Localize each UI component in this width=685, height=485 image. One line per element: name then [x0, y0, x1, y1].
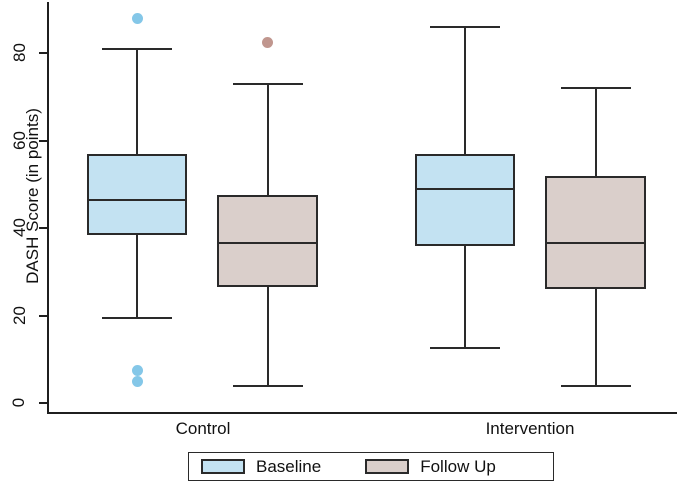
- legend-swatch-baseline: [201, 459, 245, 474]
- outlier-point: [131, 375, 143, 387]
- whisker-lower: [266, 287, 269, 386]
- legend-item-baseline[interactable]: Baseline: [201, 457, 321, 477]
- legend-swatch-follow-up: [365, 459, 410, 474]
- y-tick-40: [39, 227, 48, 229]
- x-category-label-control: Control: [175, 419, 231, 438]
- box-iqr: [87, 153, 187, 235]
- whisker-lower: [594, 289, 597, 386]
- whisker-upper: [266, 83, 269, 196]
- y-tick-label-80: 80: [9, 43, 29, 62]
- legend-label-follow-up: Follow Up: [420, 456, 496, 476]
- box-iqr: [217, 195, 318, 288]
- whisker-upper: [464, 26, 466, 154]
- y-tick-label-0: 0: [9, 397, 29, 408]
- y-axis-title: DASH Score (in points): [23, 108, 42, 284]
- x-category-label-intervention: Intervention: [485, 419, 575, 438]
- outlier-point: [262, 36, 273, 48]
- whisker-lower: [136, 234, 138, 318]
- box-iqr: [545, 175, 646, 290]
- outlier-point: [131, 12, 143, 24]
- legend: Baseline Follow Up: [188, 452, 554, 481]
- median-line: [415, 187, 515, 190]
- whisker-upper: [136, 48, 138, 154]
- cap-upper: [232, 82, 303, 85]
- whisker-lower: [464, 245, 466, 349]
- outlier-point: [131, 364, 143, 376]
- y-tick-label-20: 20: [9, 305, 29, 325]
- legend-item-follow-up[interactable]: Follow Up: [365, 457, 496, 477]
- legend-label-baseline: Baseline: [256, 456, 322, 476]
- median-line: [545, 242, 646, 245]
- y-tick-label-60: 60: [9, 130, 29, 150]
- cap-lower: [232, 384, 303, 387]
- cap-upper: [102, 47, 172, 50]
- y-tick-0: [39, 402, 48, 404]
- whisker-upper: [594, 88, 597, 176]
- median-line: [217, 242, 318, 245]
- median-line: [87, 198, 187, 201]
- y-tick-20: [39, 314, 48, 317]
- y-axis-line: [47, 2, 49, 414]
- cap-lower: [102, 316, 172, 319]
- box-iqr: [415, 153, 515, 246]
- cap-lower: [430, 347, 500, 350]
- cap-upper: [430, 25, 500, 28]
- x-axis-line: [47, 412, 677, 414]
- cap-lower: [560, 384, 631, 387]
- cap-upper: [560, 87, 631, 89]
- y-tick-label-40: 40: [9, 218, 29, 237]
- y-tick-60: [39, 139, 48, 142]
- y-tick-80: [39, 52, 48, 54]
